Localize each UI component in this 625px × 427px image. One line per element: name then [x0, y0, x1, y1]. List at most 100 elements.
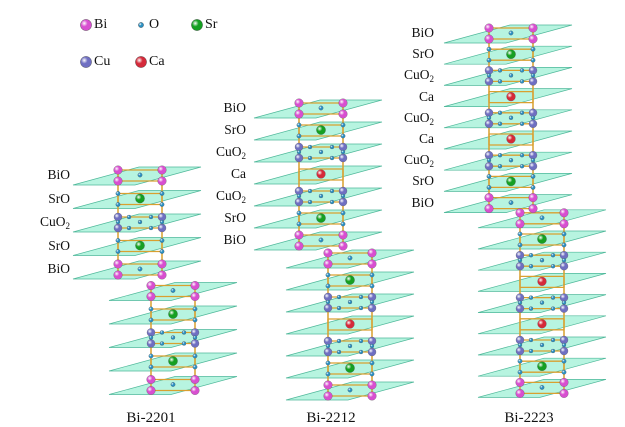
o-atom	[115, 219, 121, 225]
layer-label: SrO	[48, 190, 70, 206]
o-atom	[528, 264, 534, 269]
o-atom	[550, 306, 556, 311]
o-atom	[561, 242, 567, 248]
cu-atom	[146, 339, 156, 348]
o-atom	[561, 258, 567, 263]
o-atom	[296, 221, 302, 227]
o-atom	[159, 219, 165, 225]
cu-atom	[323, 303, 333, 313]
bi-atom	[559, 388, 569, 398]
o-atom	[550, 295, 556, 300]
bi-atom	[157, 270, 167, 280]
bi-atom	[190, 292, 200, 301]
cu-atom	[484, 77, 494, 86]
o-atom	[517, 258, 523, 263]
o-atom	[148, 364, 154, 370]
bi-atom	[294, 241, 304, 251]
cu-atom	[113, 212, 123, 222]
cu-atom	[528, 151, 538, 160]
o-atom	[528, 295, 534, 300]
ca-atom	[345, 319, 355, 329]
cu-atom	[515, 304, 525, 313]
o-atom	[115, 249, 121, 254]
o-atom	[497, 68, 503, 73]
bi-atom	[338, 98, 348, 108]
cu-atom	[338, 142, 348, 152]
cu-atom	[157, 223, 167, 233]
layer-label: BiO	[223, 100, 246, 115]
cu-atom	[528, 162, 538, 171]
o-atom	[486, 46, 492, 52]
cu-atom	[146, 328, 156, 337]
o-atom	[369, 360, 375, 366]
sr-atom-icon	[191, 19, 203, 31]
o-atom	[561, 300, 567, 305]
o-atom	[561, 358, 567, 364]
sr-atom	[537, 234, 547, 244]
o-atom	[369, 343, 375, 349]
o-atom	[325, 272, 331, 278]
o-atom	[336, 338, 342, 344]
cu-atom	[559, 262, 569, 271]
o-atom	[148, 214, 154, 220]
cu-atom	[559, 304, 569, 313]
o-atom	[329, 188, 335, 194]
bi-atom	[484, 23, 494, 33]
cu-atom	[367, 292, 377, 302]
bi-atom	[190, 375, 200, 384]
o-atom	[159, 341, 165, 346]
cu-atom	[559, 335, 569, 345]
o-atom	[519, 153, 525, 158]
o-atom	[508, 73, 514, 78]
cu-atom	[294, 197, 304, 207]
cu-atom	[484, 108, 494, 117]
cu-atom	[190, 328, 200, 337]
o-atom	[358, 349, 364, 355]
o-atom	[519, 68, 525, 73]
o-atom	[296, 133, 302, 139]
o-atom	[530, 46, 536, 52]
layer-label: CuO2	[403, 109, 434, 127]
bi-atom	[367, 391, 377, 401]
o-atom	[137, 266, 143, 272]
cu-atom	[338, 186, 348, 196]
o-atom	[307, 188, 313, 194]
o-atom	[508, 115, 514, 120]
bi-atom	[338, 109, 348, 119]
o-atom	[148, 317, 154, 323]
o-atom	[369, 283, 375, 289]
cu-atom	[484, 66, 494, 75]
o-atom	[148, 225, 154, 231]
layer-label: CuO2	[215, 144, 246, 161]
legend-label: Sr	[205, 17, 218, 32]
o-atom	[336, 294, 342, 300]
bi-atom	[528, 23, 538, 33]
bi-atom	[294, 98, 304, 108]
o-atom	[296, 193, 302, 199]
o-atom	[347, 299, 353, 305]
cu-atom	[515, 293, 525, 302]
bi-atom	[528, 204, 538, 214]
o-atom	[517, 342, 523, 348]
cu-atom	[484, 151, 494, 160]
bi-atom	[367, 380, 377, 390]
sr-atom	[506, 49, 516, 59]
ca-atom	[537, 319, 547, 329]
bi-atom	[113, 176, 123, 186]
o-atom	[530, 158, 536, 163]
o-atom	[508, 200, 514, 205]
sr-atom	[537, 361, 547, 371]
o-atom	[340, 221, 346, 227]
layer-label: BiO	[223, 232, 246, 247]
sr-atom	[506, 176, 516, 187]
bi-atom	[294, 230, 304, 240]
bi-atom	[294, 109, 304, 119]
o-atom	[539, 385, 545, 390]
o-atom	[325, 371, 331, 377]
bi-atom	[559, 208, 569, 218]
o-atom	[307, 144, 313, 150]
o-atom	[137, 172, 143, 178]
o-atom	[517, 242, 523, 248]
cu-atom	[367, 303, 377, 313]
o-atom	[497, 79, 503, 84]
